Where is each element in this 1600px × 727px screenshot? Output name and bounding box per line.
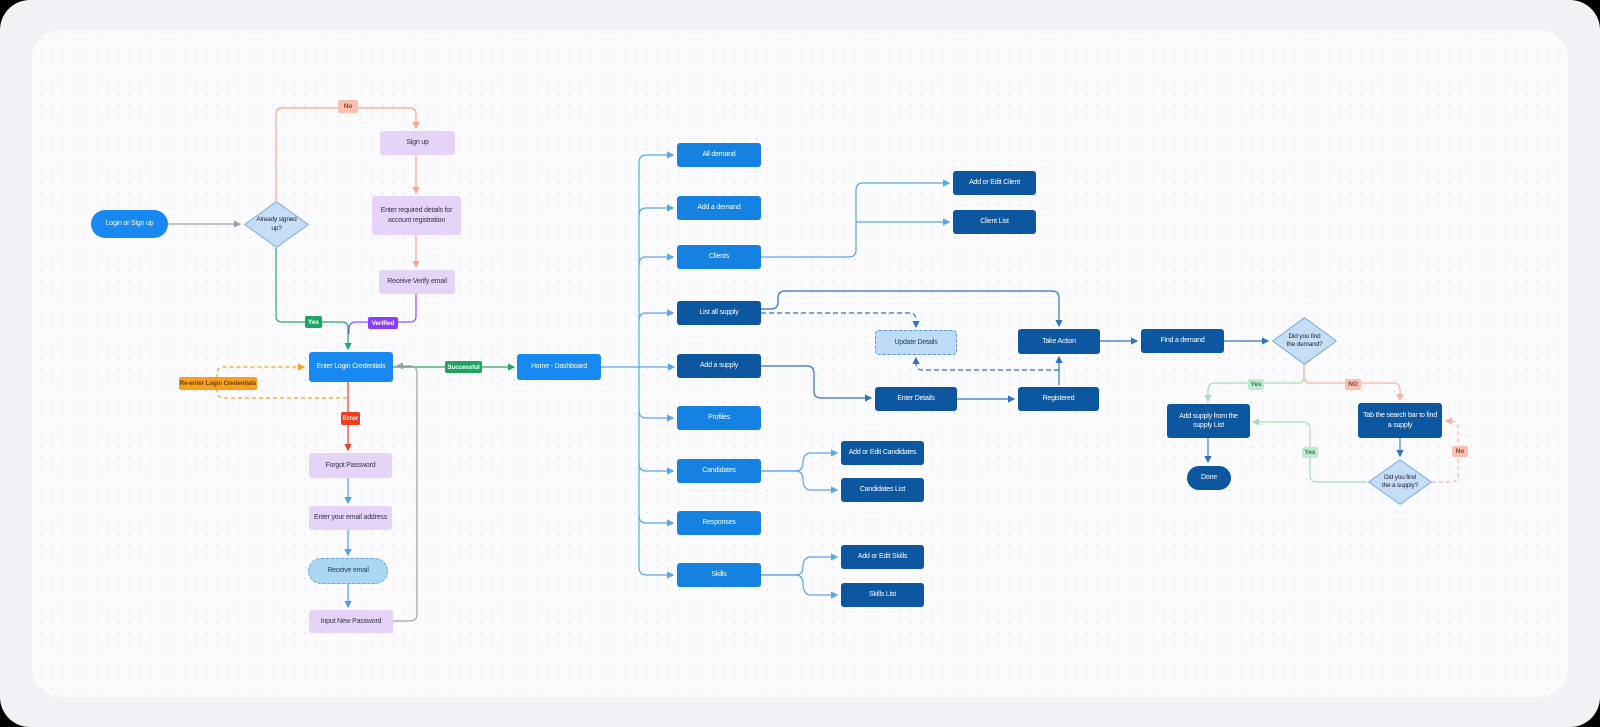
whiteboard-canvas[interactable] [32,30,1568,697]
node-enter-email-address[interactable]: Enter your email address [309,506,392,530]
connector-label-successful[interactable]: Successful [445,361,482,373]
diamond-label: Already signed up? [256,216,297,232]
node-enter-required-details[interactable]: Enter required details for account regis… [372,196,461,235]
connector-label-error[interactable]: Error [341,412,360,425]
node-done[interactable]: Done [1187,466,1231,490]
connector-label-yes-demand[interactable]: Yes [1248,379,1264,390]
connector-label-no[interactable]: No [338,100,358,113]
node-clients[interactable]: Clients [677,245,761,269]
connector-label-reenter-credentials[interactable]: Re-enter Login Credentials [179,377,257,390]
diamond-shape [1368,459,1432,505]
node-all-demand[interactable]: All demand [677,143,761,167]
node-home-dashboard[interactable]: Home - Dashboard [517,354,601,380]
node-tab-search-bar[interactable]: Tab the search bar to find a supply [1358,403,1442,438]
connector-label-verified[interactable]: Verified [368,317,398,329]
node-forgot-password[interactable]: Forgot Password [309,453,392,478]
connector-label-no-demand[interactable]: NO [1345,379,1361,390]
node-find-a-demand[interactable]: Find a demand [1141,329,1224,353]
node-add-supply-from-list[interactable]: Add supply from the supply List [1167,404,1250,438]
connector-label-yes[interactable]: Yes [305,316,322,328]
node-enter-login-credentials[interactable]: Enter Login Credentials [309,352,393,382]
diamond-label: Did you find the demand? [1286,332,1323,348]
node-receive-verify-email[interactable]: Receive Verify email [379,270,455,294]
node-profiles[interactable]: Profiles [677,406,761,430]
node-candidates[interactable]: Candidates [677,459,761,483]
node-add-a-demand[interactable]: Add a demand [677,196,761,220]
node-add-or-edit-client[interactable]: Add or Edit Client [953,171,1036,195]
node-candidates-list[interactable]: Candidates List [841,478,924,502]
node-login-or-sign-up[interactable]: Login or Sign up [91,210,168,238]
node-registered[interactable]: Registered [1018,387,1099,411]
decision-did-you-find-supply[interactable]: Did you find the a supply? [1368,459,1432,505]
node-add-or-edit-skills[interactable]: Add or Edit Skills [841,545,924,569]
node-skills[interactable]: Skills [677,563,761,587]
connector-label-yes-supply[interactable]: Yes [1302,447,1318,458]
node-receive-email[interactable]: Receive email [308,558,388,584]
diamond-shape [1272,317,1337,365]
node-responses[interactable]: Responses [677,511,761,535]
node-enter-details[interactable]: Enter Details [875,387,957,411]
node-add-a-supply[interactable]: Add a supply [677,354,761,378]
diamond-label: Did you find the a supply? [1381,473,1419,489]
node-skills-list[interactable]: Skills List [841,583,924,607]
node-update-details[interactable]: Update Details [875,330,957,355]
connector-label-no-supply[interactable]: No [1452,446,1468,457]
node-sign-up[interactable]: Sign up [380,131,455,155]
diamond-shape [244,201,309,248]
decision-did-you-find-demand[interactable]: Did you find the demand? [1272,317,1337,365]
node-take-action[interactable]: Take Action [1018,329,1100,354]
decision-already-signed-up[interactable]: Already signed up? [244,201,309,248]
node-add-or-edit-candidates[interactable]: Add or Edit Candidates [841,441,924,465]
node-client-list[interactable]: Client List [953,210,1036,234]
node-list-all-supply[interactable]: List all supply [677,301,761,325]
node-input-new-password[interactable]: Input New Password [309,610,393,633]
